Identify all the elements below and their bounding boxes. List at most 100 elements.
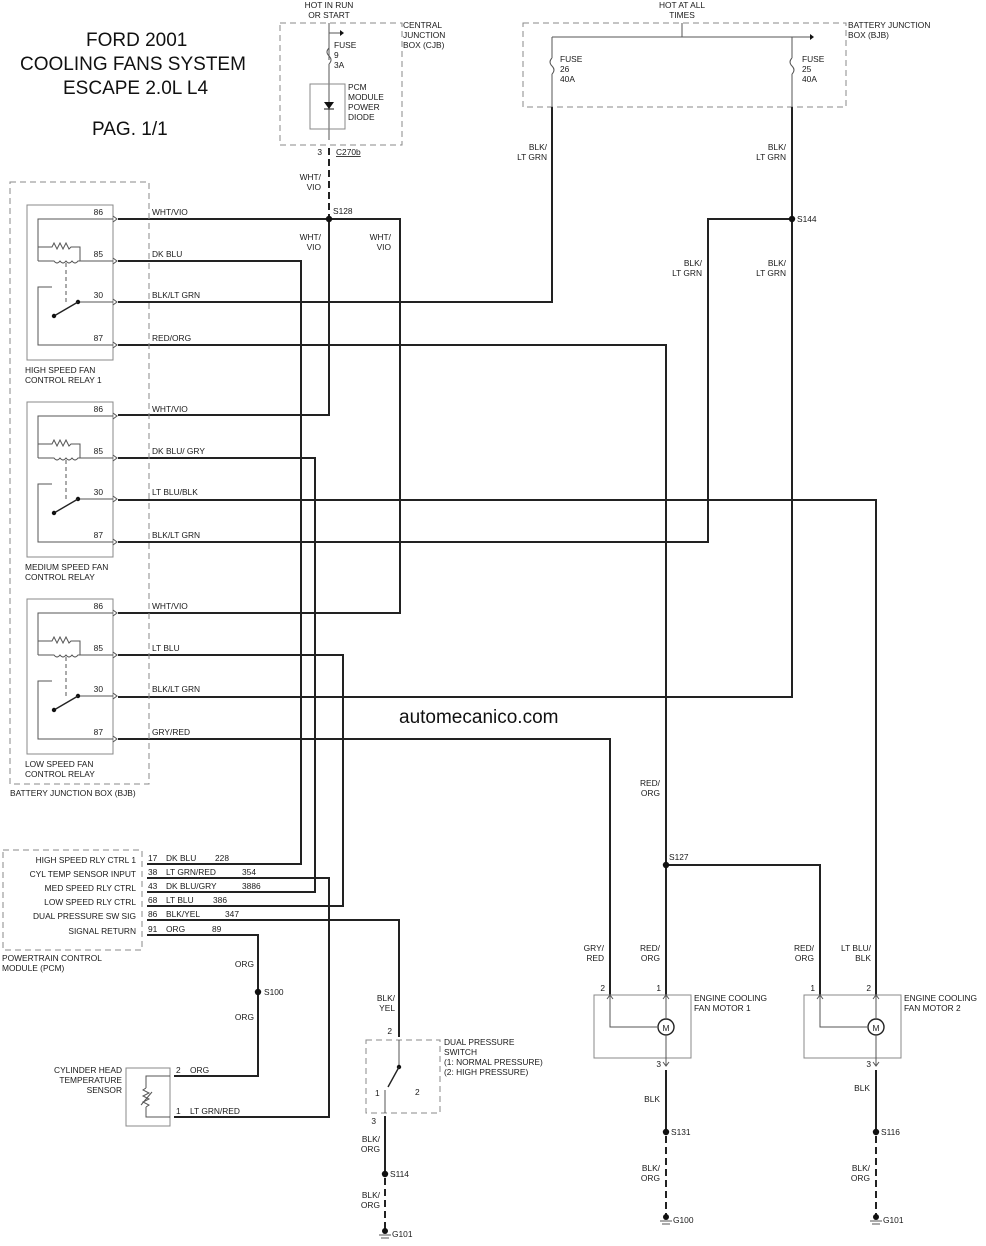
relay-wire-label: BLK/LT GRN (152, 684, 200, 694)
wire-label: BLK (854, 1083, 870, 1093)
diagram-title: FORD 2001 COOLING FANS SYSTEM ESCAPE 2.0… (20, 30, 246, 140)
switch-name-3: (1: NORMAL PRESSURE) (444, 1057, 543, 1067)
wiring (118, 107, 877, 1118)
wire-lt-blu-blk (118, 499, 877, 995)
wire-label: ORG (235, 959, 254, 969)
switch-name-1: DUAL PRESSURE (444, 1037, 515, 1047)
splice-s116 (872, 1128, 880, 1136)
pcm-wire-color: ORG (166, 924, 185, 934)
splice-s127-label: S127 (669, 852, 689, 862)
cht-pin-1-wire: LT GRN/RED (190, 1106, 240, 1116)
switch-name-2: SWITCH (444, 1047, 477, 1057)
wire-label: LT GRN (672, 268, 702, 278)
motor-body (593, 994, 692, 1059)
diode-label-1: PCM (348, 82, 367, 92)
connector-icon (112, 735, 118, 743)
pcm-wire-color: LT GRN/RED (166, 867, 216, 877)
switch-name-4: (2: HIGH PRESSURE) (444, 1067, 528, 1077)
relay-wire-label: BLK/LT GRN (152, 530, 200, 540)
switch-contact-icon (53, 301, 79, 317)
switch-contact-icon (387, 1066, 400, 1088)
wire-dk-blu-gry (118, 457, 316, 893)
central-junction-box: HOT IN RUN OR START CENTRAL JUNCTION BOX… (279, 0, 445, 157)
coil-icon (38, 260, 113, 264)
fuse-9-number: 9 (334, 50, 339, 60)
motor-icon (657, 1018, 675, 1036)
connector-icon (112, 298, 118, 306)
relay-wire-label: GRY/RED (152, 727, 190, 737)
connector-icon (112, 692, 118, 700)
pcm-circuit-number: 3886 (242, 881, 261, 891)
fuse-26-icon (549, 57, 555, 75)
c270b-connector: C270b (336, 147, 361, 157)
relay-name-1: HIGH SPEED FAN (25, 365, 95, 375)
wire-label: BLK/ (377, 993, 396, 1003)
cylinder-head-temperature-sensor: CYLINDER HEAD TEMPERATURE SENSOR 2 ORG 1… (54, 1065, 240, 1127)
relay-pin-86: 86 (94, 601, 104, 611)
wire-dk-blu (118, 260, 302, 865)
wire-label: RED/ (640, 943, 661, 953)
relay-wire-label: DK BLU (152, 249, 182, 259)
splice-s144 (788, 215, 796, 223)
relay-name-2: CONTROL RELAY (25, 572, 95, 582)
title-line-3: ESCAPE 2.0L L4 (63, 78, 208, 99)
diode-label-4: DIODE (348, 112, 375, 122)
wire-label: BLK/ (362, 1190, 381, 1200)
motor1-ground-circuit: BLK S131 BLK/ ORG G100 (641, 1070, 694, 1225)
splice-s114-label: S114 (390, 1169, 409, 1179)
wire-label: VIO (307, 182, 322, 192)
cjb-boundary (279, 22, 403, 146)
cht-pin-1: 1 (176, 1106, 181, 1116)
connector-icon (112, 412, 118, 420)
wire-blk-yel (147, 919, 400, 1037)
bjb-supply-label-1: HOT AT ALL (659, 0, 705, 10)
fuse-25-icon (789, 57, 795, 75)
diode-label-2: MODULE (348, 92, 384, 102)
pcm-wire-color: DK BLU (166, 853, 196, 863)
bjb-supply-label-2: TIMES (669, 10, 695, 20)
cht-name-1: CYLINDER HEAD (54, 1065, 122, 1075)
switch-boundary (365, 1039, 441, 1114)
fuse-26-label: FUSE (560, 54, 583, 64)
relay-name-1: MEDIUM SPEED FAN (25, 562, 108, 572)
switch-pin-bottom: 3 (371, 1116, 376, 1126)
pcm-pin-number: 91 (148, 924, 158, 934)
diode-icon (324, 102, 334, 109)
wire-label: GRY/ (584, 943, 605, 953)
motor-name-2: FAN MOTOR 2 (904, 1003, 961, 1013)
switch-pin-top: 2 (387, 1026, 392, 1036)
wire-label: BLK/ (768, 258, 787, 268)
pcm-wire-color: LT BLU (166, 895, 194, 905)
wire-label: YEL (379, 1003, 395, 1013)
pcm-pin-function: CYL TEMP SENSOR INPUT (30, 869, 136, 879)
wire-blk-lt-grn-s144 (118, 218, 792, 543)
connector-icon (112, 341, 118, 349)
wire-label: BLK (644, 1094, 660, 1104)
title-line-1: FORD 2001 (86, 30, 187, 51)
wire-lt-blu (118, 654, 344, 907)
wire-label: ORG (795, 953, 814, 963)
motor-pin-ground: 3 (656, 1059, 661, 1069)
wire-label: BLK (855, 953, 871, 963)
pcm-circuit-number: 228 (215, 853, 229, 863)
pcm-pin-number: 38 (148, 867, 158, 877)
pcm-pin-function: MED SPEED RLY CTRL (45, 883, 137, 893)
thermistor-icon (141, 1087, 151, 1108)
motor-symbol: M (663, 1023, 670, 1033)
cjb-supply-label-1: HOT IN RUN (305, 0, 354, 10)
wire-label: LT GRN (517, 152, 547, 162)
motor-name-1: ENGINE COOLING (694, 993, 767, 1003)
cht-name-2: TEMPERATURE (59, 1075, 122, 1085)
pcm-circuit-number: 386 (213, 895, 227, 905)
fuse-9-icon (326, 47, 332, 65)
wire-label: LT GRN (756, 268, 786, 278)
wire-label: BLK/ (852, 1163, 871, 1173)
relay-pin-87: 87 (94, 530, 104, 540)
ground-g101b-label: G101 (883, 1215, 904, 1225)
